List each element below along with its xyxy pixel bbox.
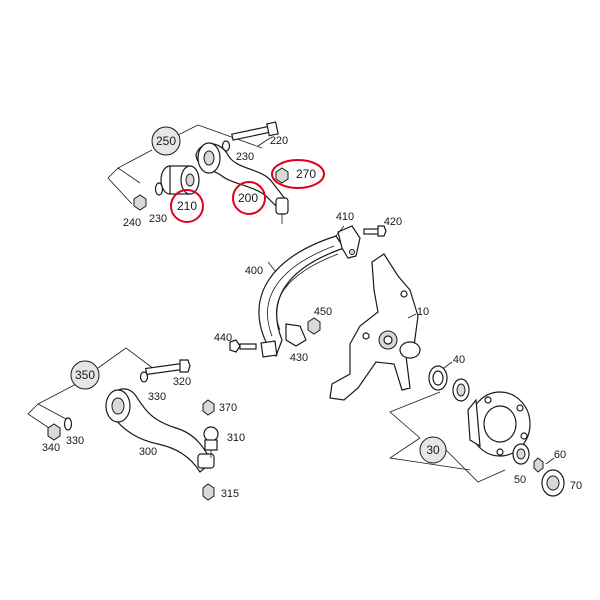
- label-240: 240: [123, 217, 141, 229]
- upper-control-arm-200: [195, 142, 289, 224]
- label-300: 300: [139, 446, 157, 458]
- washer-330-lower: [63, 417, 73, 431]
- label-320: 320: [173, 376, 191, 388]
- shield-group: 400 410 420 450 440 430: [214, 211, 402, 364]
- label-210: 210: [177, 199, 197, 213]
- steering-knuckle-10: [329, 253, 419, 401]
- bolt-420: [363, 225, 387, 237]
- bracket-430: [285, 323, 307, 347]
- group-30-circle: [419, 436, 447, 464]
- wheel-hub: [467, 391, 531, 457]
- label-10: 10: [417, 306, 429, 318]
- upper-arm-group: 250 220 230 230 240 210 200 270: [107, 121, 325, 229]
- nut-270: [275, 167, 289, 184]
- label-440: 440: [214, 332, 232, 344]
- label-60: 60: [554, 449, 566, 461]
- label-30: 30: [426, 443, 440, 457]
- label-330-upper: 330: [148, 391, 166, 403]
- label-270: 270: [296, 167, 316, 181]
- label-250: 250: [156, 134, 176, 148]
- highlight-200: [232, 181, 266, 215]
- label-410: 410: [336, 211, 354, 223]
- bolt-220: [231, 121, 279, 147]
- label-315: 315: [221, 488, 239, 500]
- label-340: 340: [42, 442, 60, 454]
- lower-control-arm-300: [105, 388, 215, 473]
- label-400: 400: [245, 265, 263, 277]
- label-310: 310: [227, 432, 245, 444]
- label-230-left: 230: [149, 213, 167, 225]
- ball-joint-310: [203, 426, 219, 458]
- bolt-320: [145, 359, 191, 376]
- lower-arm-group: 350 320 330 330 340 300 310 370 315: [27, 347, 245, 501]
- nut-315: [202, 483, 215, 501]
- nut-370: [202, 399, 215, 416]
- label-450: 450: [314, 306, 332, 318]
- label-350: 350: [75, 368, 95, 382]
- bolt-440: [229, 339, 257, 353]
- bearing-50: [512, 443, 530, 465]
- label-420: 420: [384, 216, 402, 228]
- label-200: 200: [238, 191, 258, 205]
- knuckle-hub-group: 30 10 40 50 60 70: [329, 253, 582, 497]
- bracket-410: [337, 225, 361, 259]
- label-40: 40: [453, 354, 465, 366]
- label-230-top: 230: [236, 151, 254, 163]
- label-50: 50: [514, 474, 526, 486]
- seal-40: [428, 365, 448, 391]
- nut-60: [533, 457, 544, 473]
- highlight-270: [271, 159, 325, 189]
- label-70: 70: [570, 480, 582, 492]
- dust-cap-70: [541, 469, 565, 497]
- nut-340: [47, 423, 61, 441]
- bushing-210: [160, 165, 200, 195]
- group-350-circle: [70, 360, 100, 390]
- wheel-bearing: [452, 378, 470, 402]
- label-220: 220: [270, 135, 288, 147]
- nut-450: [307, 317, 321, 335]
- label-370: 370: [219, 402, 237, 414]
- label-430: 430: [290, 352, 308, 364]
- washer-330-upper: [139, 371, 149, 383]
- nut-240: [133, 194, 147, 211]
- group-250-circle: [151, 126, 181, 156]
- label-330-lower: 330: [66, 435, 84, 447]
- highlight-210: [170, 189, 204, 223]
